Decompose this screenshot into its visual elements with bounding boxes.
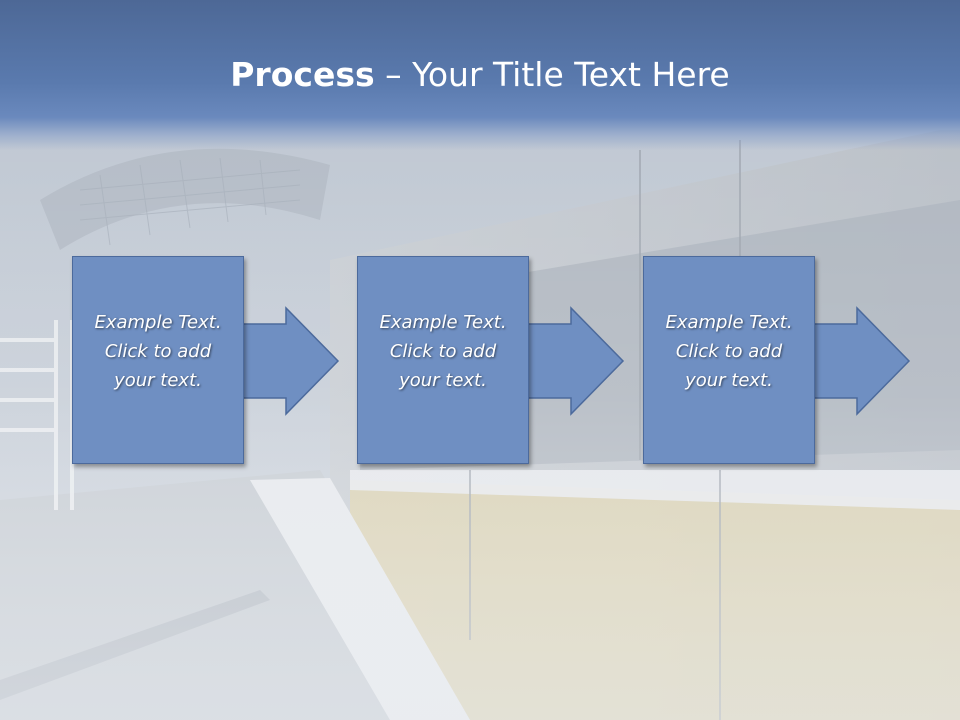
step-line-1: Example Text. — [379, 312, 507, 333]
right-arrow-icon — [241, 306, 340, 416]
step-line-2: Click to add — [104, 341, 212, 362]
process-step-3: Example Text. Click to add your text. — [643, 256, 960, 468]
step-box[interactable] — [643, 256, 815, 464]
step-line-2: Click to add — [675, 341, 783, 362]
title-band — [0, 0, 960, 150]
right-arrow-icon — [526, 306, 625, 416]
step-line-3: your text. — [399, 370, 487, 391]
step-text[interactable]: Example Text. Click to add your text. — [643, 308, 815, 395]
step-line-1: Example Text. — [94, 312, 222, 333]
slide-title[interactable]: Process – Your Title Text Here — [0, 52, 960, 98]
process-step-2: Example Text. Click to add your text. — [357, 256, 960, 468]
title-bold: Process — [230, 55, 375, 94]
step-text[interactable]: Example Text. Click to add your text. — [357, 308, 529, 395]
process-step-1: Example Text. Click to add your text. — [72, 256, 912, 468]
step-box[interactable] — [357, 256, 529, 464]
step-line-1: Example Text. — [665, 312, 793, 333]
step-line-3: your text. — [114, 370, 202, 391]
step-text[interactable]: Example Text. Click to add your text. — [72, 308, 244, 395]
step-line-2: Click to add — [389, 341, 497, 362]
right-arrow-icon — [812, 306, 911, 416]
title-rest: – Your Title Text Here — [374, 55, 730, 94]
step-box[interactable] — [72, 256, 244, 464]
step-line-3: your text. — [685, 370, 773, 391]
